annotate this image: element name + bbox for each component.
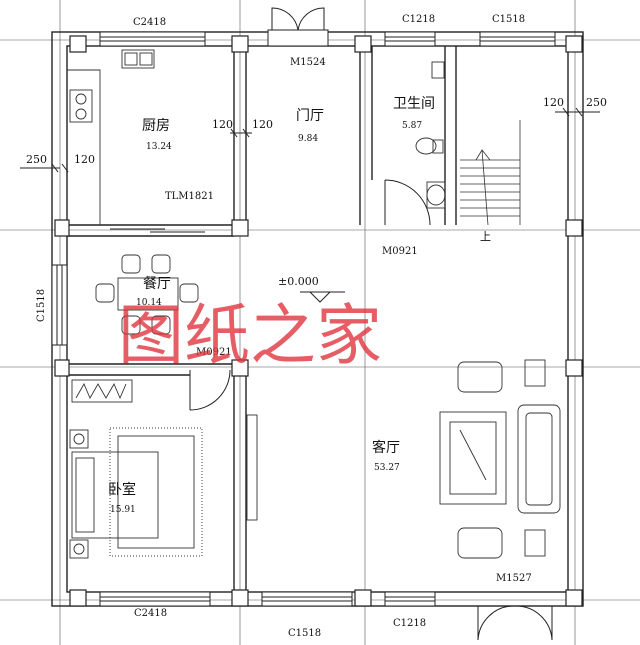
living-furniture: [439, 359, 561, 559]
bedroom-furniture: [69, 379, 258, 559]
dim-mid-b: 120: [252, 118, 273, 131]
window-label-bottom-mid: C1518: [288, 628, 321, 639]
dim-mid-a: 120: [212, 118, 233, 131]
foyer-name: 门厅: [296, 108, 324, 124]
window-label-top-mid: C1218: [402, 14, 435, 25]
bathroom-area: 5.87: [402, 121, 422, 131]
kitchen-name: 厨房: [142, 118, 170, 134]
window-label-bottom-left: C2418: [134, 608, 167, 619]
window-label-top-right: C1518: [492, 14, 525, 25]
dining-area: 10.14: [136, 298, 162, 308]
watermark: 图纸之家: [118, 297, 382, 374]
windows: [51, 31, 556, 607]
stairs: [460, 120, 521, 226]
stair-up-label: 上: [480, 230, 491, 243]
dim-right-outer: 250: [586, 96, 607, 109]
bathroom-name: 卫生间: [393, 96, 435, 112]
foyer-area: 9.84: [298, 134, 318, 144]
living-area: 53.27: [374, 463, 400, 473]
dining-set: [95, 254, 199, 335]
window-label-bottom-right: C1218: [393, 618, 426, 629]
bedroom-area: 15.91: [110, 505, 136, 515]
opening-labels: C2418 C1218 C1518 M1524 TLM1821 M0921 M0…: [36, 14, 532, 639]
door-label-main: M1524: [290, 57, 326, 68]
dim-left-inner: 120: [74, 153, 95, 166]
kitchen-area: 13.24: [146, 142, 172, 152]
dim-left-outer: 250: [26, 153, 47, 166]
dim-right-inner: 120: [543, 96, 564, 109]
dimension-ticks: [20, 107, 600, 173]
bathroom-fixtures: [415, 61, 446, 209]
doors: [110, 7, 553, 641]
level-label: ±0.000: [278, 275, 319, 288]
door-label-kitchen: TLM1821: [165, 191, 214, 202]
room-labels: 厨房 13.24 门厅 9.84 卫生间 5.87 餐厅 10.14 卧室 15…: [108, 96, 435, 515]
dimension-labels: 250 120 120 120 120 250: [26, 96, 607, 166]
columns: [54, 35, 583, 607]
bedroom-name: 卧室: [108, 481, 136, 498]
door-label-bedroom: M0921: [196, 347, 232, 358]
window-label-left: C1518: [36, 289, 47, 322]
living-name: 客厅: [372, 439, 400, 456]
window-label-top-left: C2418: [133, 17, 166, 28]
kitchen-fixtures: [67, 49, 155, 225]
level-marker: [300, 291, 345, 303]
door-label-bath: M0921: [382, 246, 418, 257]
dining-name: 餐厅: [143, 276, 171, 292]
door-label-living: M1527: [496, 573, 532, 584]
